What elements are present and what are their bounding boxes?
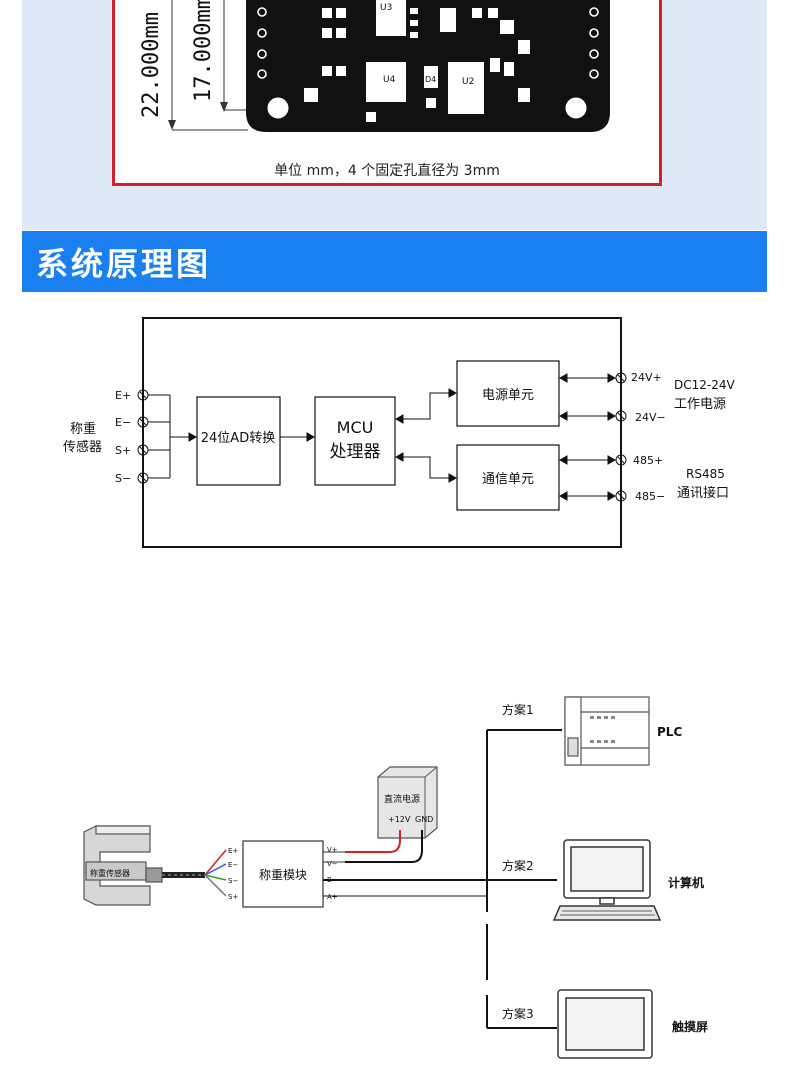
board-pin-right: V+ [563,6,580,19]
board-pin-right: A+ [563,68,580,81]
device-label: 计算机 [668,875,704,890]
mcu-processor-label: 处理器 [330,442,381,462]
mcu-label: MCU [337,418,374,437]
board-silk-c12: C12 [390,113,408,123]
power-unit-label: 电源单元 [482,388,534,403]
plc-icon [564,696,650,766]
board-silk-c2: C2 [428,113,440,123]
board-silk-u3: U3 [380,3,392,13]
section-header: 系统原理图 [22,231,767,292]
board-pin-left: S+ [272,68,288,81]
input-label: S+ [115,444,131,457]
output-label: 485+ [633,454,663,467]
device-label: 触摸屏 [672,1019,708,1034]
block-diagram [137,317,627,548]
board-pin-left: E− [272,27,288,40]
comm-ext-label-2: 通讯接口 [677,485,729,501]
module-pin: A+ [327,893,338,901]
dimension-drawing: 22.000mm 17.000mm E+ E− S− S+ CN2 V+ V− [139,0,610,132]
output-label: 24V− [635,411,666,424]
board-cn1: CN1 [586,83,605,93]
touchscreen-icon [557,989,653,1059]
module-pin: V+ [327,846,338,854]
module-pin: V− [327,860,338,868]
board-silk-d7: D7 [322,121,335,131]
board-silk-u2: U2 [462,77,474,87]
board-silk-d4: D4 [425,75,436,84]
board-cn2: CN2 [250,83,269,93]
wire-label: E+ [228,847,238,855]
load-cell-text: 称重传感器 [90,868,130,878]
module-label: 称重模块 [259,868,307,882]
power-ext-label-1: DC12-24V [674,378,735,392]
dimension-note: 单位 mm，4 个固定孔直径为 3mm [274,163,500,179]
scheme-label: 方案1 [502,702,534,717]
board-pin-left: S− [272,48,288,61]
board-silk-d5: D5 [536,101,549,111]
dim-17-label: 17.000mm [191,0,216,102]
scheme-label: 方案3 [502,1006,534,1021]
board-silk-c10: C10 [480,35,498,45]
board-pin-right: B− [563,48,580,61]
sensor-label-line2: 传感器 [63,439,102,455]
wire-label: S− [228,877,238,885]
wire-label: S+ [228,893,238,901]
input-label: E− [115,416,131,429]
board-pin-right: V− [563,27,580,40]
mount-hole [264,94,292,122]
comm-ext-label-1: RS485 [686,467,725,481]
section-title: 系统原理图 [36,245,212,283]
board-silk-c1: C1 [461,35,473,45]
comm-unit-label: 通信单元 [482,472,534,487]
input-label: S− [115,472,131,485]
wiring-diagram: 称重传感器 E+ E− S− S+ 称重模块 V+ V− B− A+ 直流电源 … [83,696,708,1059]
block-diagram-labels: 称重 传感器 E+ E− S+ S− 24位AD转换 MCU 处理器 电源单元 … [63,371,735,503]
psu-pos-label: +12V [388,815,411,824]
sensor-label-line1: 称重 [70,421,96,437]
input-label: E+ [115,389,131,402]
power-ext-label-2: 工作电源 [674,397,726,412]
output-label: 24V+ [631,371,662,384]
wire-label: E− [228,861,238,869]
device-label: PLC [657,725,682,739]
board-silk-u4: U4 [383,75,396,85]
psu-neg-label: GND [415,815,433,824]
output-label: 485− [635,490,665,503]
ad-block-label: 24位AD转换 [201,431,275,446]
scheme-label: 方案2 [502,858,534,873]
psu-title: 直流电源 [384,793,420,805]
board-pin-left: E+ [272,6,288,19]
mount-hole [562,94,590,122]
board-model: MODEL:YR-2180 [374,45,455,56]
load-cell-image [83,825,163,906]
board-silk-d1: D1 [503,1,516,11]
computer-icon [552,839,662,921]
dim-22-label: 22.000mm [139,12,164,118]
